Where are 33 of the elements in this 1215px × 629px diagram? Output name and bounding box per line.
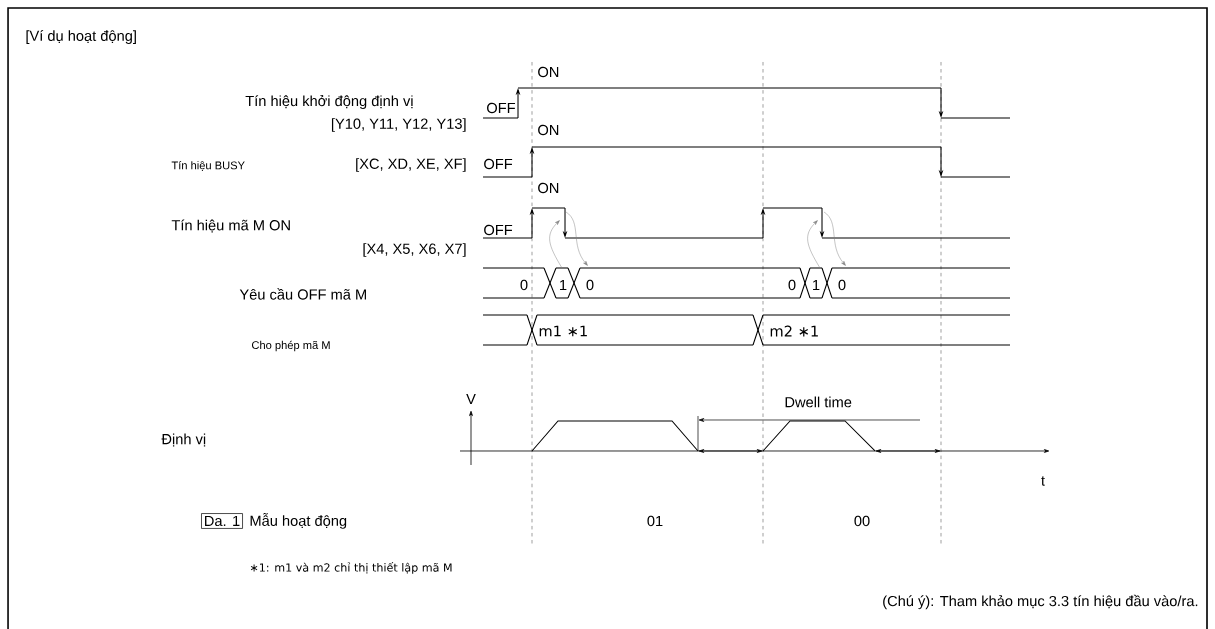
- value-label: 1: [560, 279, 567, 291]
- signal-label: Tín hiệu khởi động định vị: [245, 94, 413, 110]
- signal-address: [Y10, Y11, Y12, Y13]: [331, 118, 466, 132]
- value-label: 0: [838, 279, 846, 291]
- axis-label: t: [1041, 476, 1045, 486]
- signal-label: Định vị: [161, 433, 206, 447]
- value-label: m1 ∗1: [539, 325, 587, 337]
- parameter-box: Da. 1: [201, 513, 243, 529]
- signal-label: Tín hiệu BUSY: [171, 161, 245, 171]
- note: (Chú ý): Tham khảo mục 3.3 tín hiệu đầu vào/ra.: [883, 594, 1198, 610]
- signal-address: [XC, XD, XE, XF]: [356, 158, 466, 172]
- state-label: OFF: [487, 102, 515, 114]
- title: [Ví dụ hoạt động]: [26, 30, 136, 44]
- state-label: OFF: [484, 158, 513, 170]
- state-label: OFF: [484, 224, 513, 236]
- value-label: 0: [788, 279, 796, 291]
- dimension-label: Dwell time: [785, 396, 852, 408]
- axis-label: V: [466, 393, 476, 405]
- pattern-value: 01: [647, 515, 663, 527]
- signal-address: [X4, X5, X6, X7]: [363, 243, 466, 257]
- signal-label: Yêu cầu OFF mã M: [239, 288, 366, 300]
- value-label: 0: [520, 279, 528, 291]
- row-label: Mẫu hoạt động: [250, 513, 347, 529]
- value-label: 1: [813, 279, 820, 291]
- pattern-value: 00: [854, 515, 870, 527]
- value-label: 0: [586, 279, 594, 291]
- footnote: ∗1: m1 và m2 chỉ thị thiết lập mã M: [250, 562, 452, 574]
- state-label: ON: [538, 124, 559, 136]
- state-label: ON: [538, 66, 559, 78]
- state-label: ON: [538, 182, 559, 194]
- value-label: m2 ∗1: [770, 325, 818, 337]
- signal-label: Cho phép mã M: [252, 340, 330, 352]
- signal-label: Tín hiệu mã M ON: [171, 219, 290, 233]
